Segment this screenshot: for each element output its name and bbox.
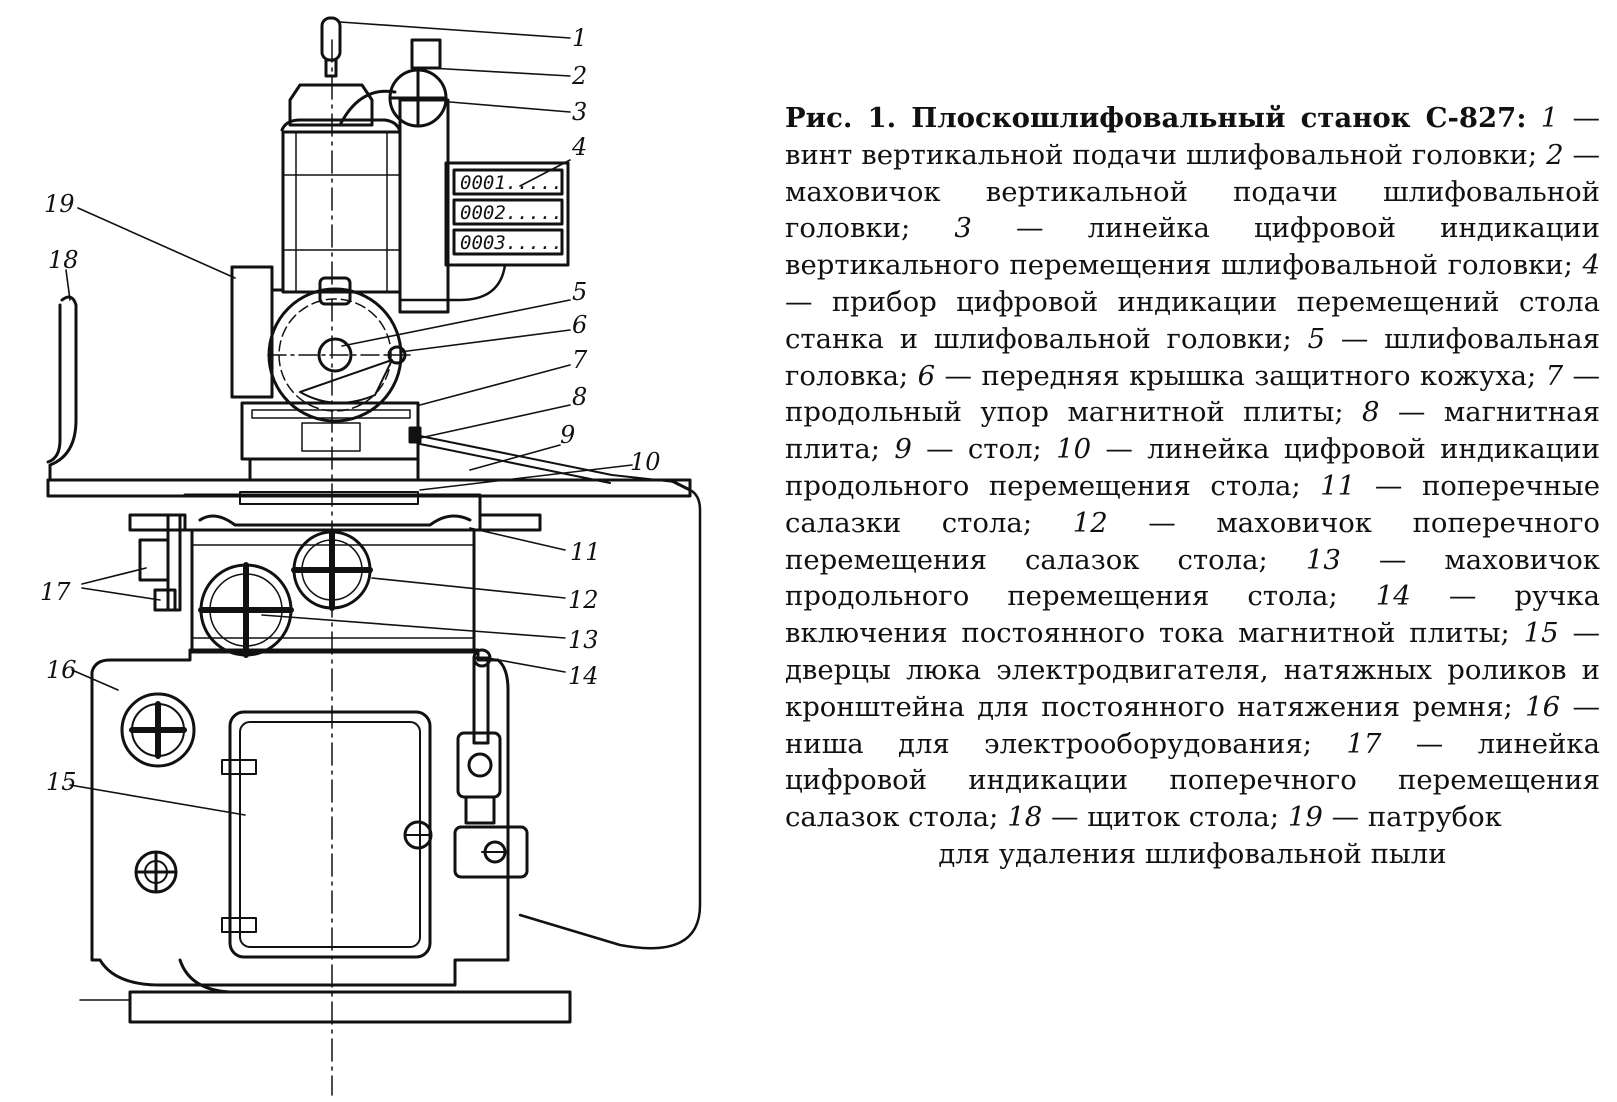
label-14: 14: [568, 662, 599, 690]
display-row-3: 0003.....: [460, 232, 563, 254]
caption-item-8: 8 — магнитная плита;: [785, 396, 1600, 466]
vertical-feed-handwheel: [338, 68, 448, 128]
label-3: 3: [572, 98, 587, 126]
caption-item-16: 16 — ниша для электрооборудования;: [785, 690, 1600, 760]
label-13: 13: [568, 626, 599, 654]
label-1: 1: [572, 24, 587, 52]
display-row-2: 0002.....: [460, 202, 563, 224]
figure-prefix: Рис. 1.: [785, 102, 897, 134]
dc-switch-handle: [453, 648, 529, 879]
label-5: 5: [572, 278, 587, 306]
service-port: [134, 850, 178, 894]
caption-item-9: 9 — стол;: [894, 433, 1042, 466]
caption-item-14: 14 — ручка включения постоянного тока ма…: [785, 580, 1601, 650]
electrical-niche: [120, 692, 196, 768]
caption-item-2: 2 — маховичок вертикальной подачи шлифов…: [785, 138, 1600, 245]
caption-item-12: 12 — маховичок поперечного перемещения с…: [785, 506, 1600, 576]
grinding-head-column: [280, 38, 450, 314]
handwheel-13: [198, 562, 294, 658]
label-9: 9: [560, 421, 575, 449]
label-4: 4: [571, 133, 587, 161]
caption-item-15: 15 — дверцы люка электродвигателя, натяж…: [785, 617, 1600, 723]
caption-item-6: 6 — передняя крышка защитного кожуха;: [917, 359, 1537, 392]
label-11: 11: [570, 538, 601, 566]
label-18: 18: [48, 246, 79, 274]
handwheel-12: [291, 529, 373, 611]
caption-item-7: 7 — продольный упор магнитной плиты;: [785, 359, 1600, 429]
machine-base: [79, 648, 572, 1024]
label-8: 8: [572, 383, 587, 411]
label-10: 10: [630, 448, 661, 476]
label-6: 6: [572, 311, 587, 339]
caption-last-line: для удаления шлифовальной пыли: [938, 837, 1447, 870]
caption-item-13: 13 — маховичок продольного перемещения с…: [785, 543, 1600, 613]
label-7: 7: [572, 346, 588, 374]
caption-item-17: 17 — линейка цифровой индикации поперечн…: [785, 727, 1600, 834]
machine-drawing: 0001..... 0002..... 0003..... 1 2 3 4 5 …: [40, 16, 702, 1096]
caption-item-4: 4 — прибор цифровой индикации перемещени…: [785, 249, 1600, 355]
label-2: 2: [571, 62, 587, 90]
digital-display-unit: [398, 161, 570, 302]
motor-door: [221, 710, 433, 959]
label-16: 16: [46, 656, 77, 684]
caption-item-19: 19 — патрубок: [1287, 801, 1502, 834]
caption-item-11: 11 — поперечные салазки стола;: [785, 469, 1600, 539]
label-15: 15: [46, 768, 77, 796]
figure-title: Плоскошлифовальный станок С-827:: [896, 102, 1527, 134]
caption-item-3: 3 — линейка цифровой индикации вертикаль…: [785, 212, 1600, 282]
label-17: 17: [40, 578, 71, 606]
display-row-1: 0001.....: [460, 172, 563, 194]
caption-item-18: 18 — щиток стола;: [1007, 801, 1280, 834]
caption-item-10: 10 — линейка цифровой индикации продольн…: [785, 433, 1601, 502]
leader-lines: [65, 21, 633, 816]
vertical-feed-screw: [288, 16, 374, 127]
label-19: 19: [44, 190, 75, 218]
figure-caption: Рис. 1. Плоскошлифовальный станок С-827:…: [785, 100, 1600, 873]
caption-item-1: 1 — винт вертикальной подачи шлифовально…: [785, 102, 1600, 171]
caption-item-5: 5 — шлифовальная головка;: [785, 322, 1600, 392]
grinding-wheel-guard: [230, 265, 411, 423]
label-12: 12: [568, 586, 599, 614]
